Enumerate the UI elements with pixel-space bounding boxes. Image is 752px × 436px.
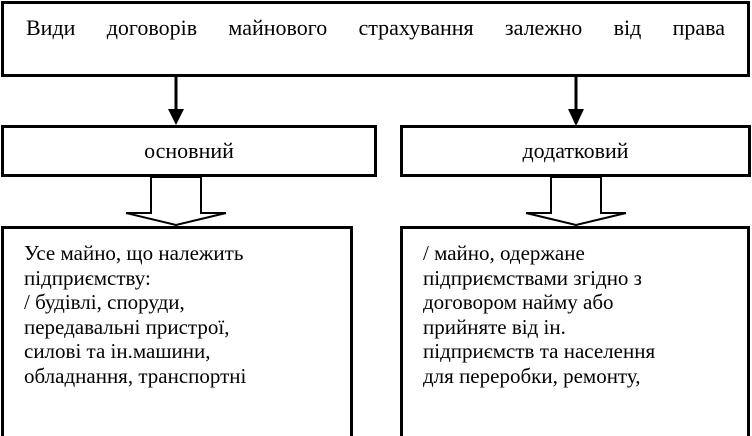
type-label-main: основний [144,138,234,163]
description-line: підприємствами згідно з [423,265,642,290]
description-line: силові та ін.машини, [24,339,211,364]
type-label-additional: додатковий [522,138,629,163]
title-box: Види договорів майнового страхування зал… [1,1,750,77]
description-line: обладнання, транспортні [24,363,247,388]
diagram-title: Види договорів майнового страхування зал… [26,15,725,40]
description-line: Усе майно, що належить [24,241,244,265]
type-box-main: основний [1,125,377,177]
description-box-main: Усе майно, що належить підприємству: / б… [1,226,353,436]
description-box-additional: / майно, одержане підприємствами згідно … [400,226,750,436]
block-arrow-main-icon [125,176,227,227]
description-line: / будівлі, споруди, [24,290,185,315]
type-box-additional: додатковий [400,125,751,177]
description-line: / майно, одержане [423,241,585,265]
description-line: підприємству: [24,265,151,290]
arrow-title-to-main [168,76,184,125]
description-line: передавальні пристрої, [24,314,230,339]
title-second-line-cut [26,52,226,60]
description-line: прийняте від ін. [423,314,566,339]
description-line: для переробки, ремонту, [423,363,641,388]
description-line: підприємств та населення [423,339,656,364]
arrow-head-icon [568,109,584,126]
arrow-title-to-additional [568,76,584,126]
arrow-head-icon [168,109,184,125]
description-line: договором найму або [423,290,614,315]
block-arrow-additional-icon [525,176,627,227]
